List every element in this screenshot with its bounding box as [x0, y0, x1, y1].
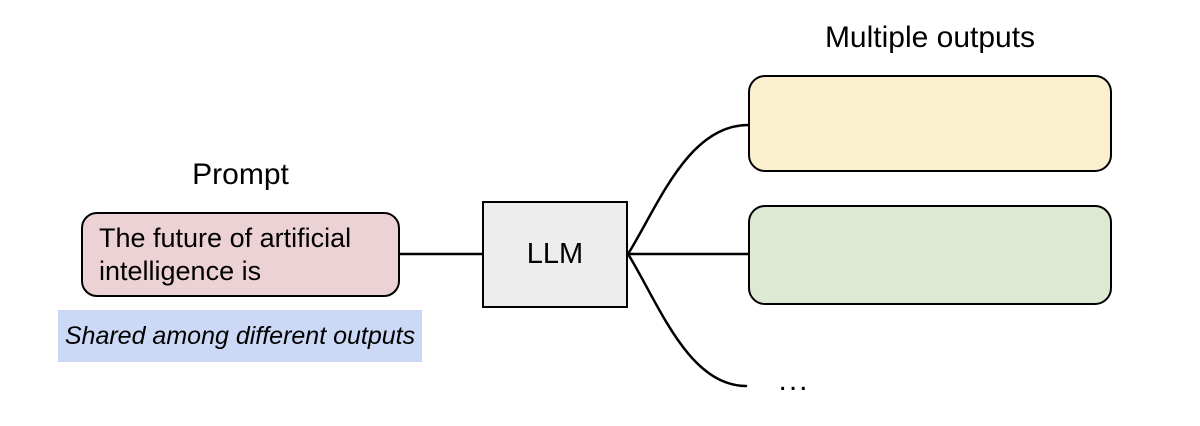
output-box-1 [748, 75, 1112, 172]
shared-note-highlight: Shared among different outputs [58, 310, 422, 362]
prompt-title: Prompt [192, 158, 289, 191]
prompt-box-text: The future of artificial intelligence is [99, 222, 352, 286]
output-box-2 [748, 205, 1112, 305]
more-outputs-ellipsis: ... [778, 364, 810, 397]
connector-llm-to-output-1 [626, 123, 750, 256]
llm-label: LLM [526, 238, 584, 270]
shared-note-text: Shared among different outputs [64, 321, 416, 350]
prompt-box: The future of artificial intelligence is [81, 212, 400, 297]
connector-llm-to-ellipsis [626, 252, 748, 388]
llm-box: LLM [482, 201, 628, 308]
outputs-title: Multiple outputs [824, 21, 1036, 54]
